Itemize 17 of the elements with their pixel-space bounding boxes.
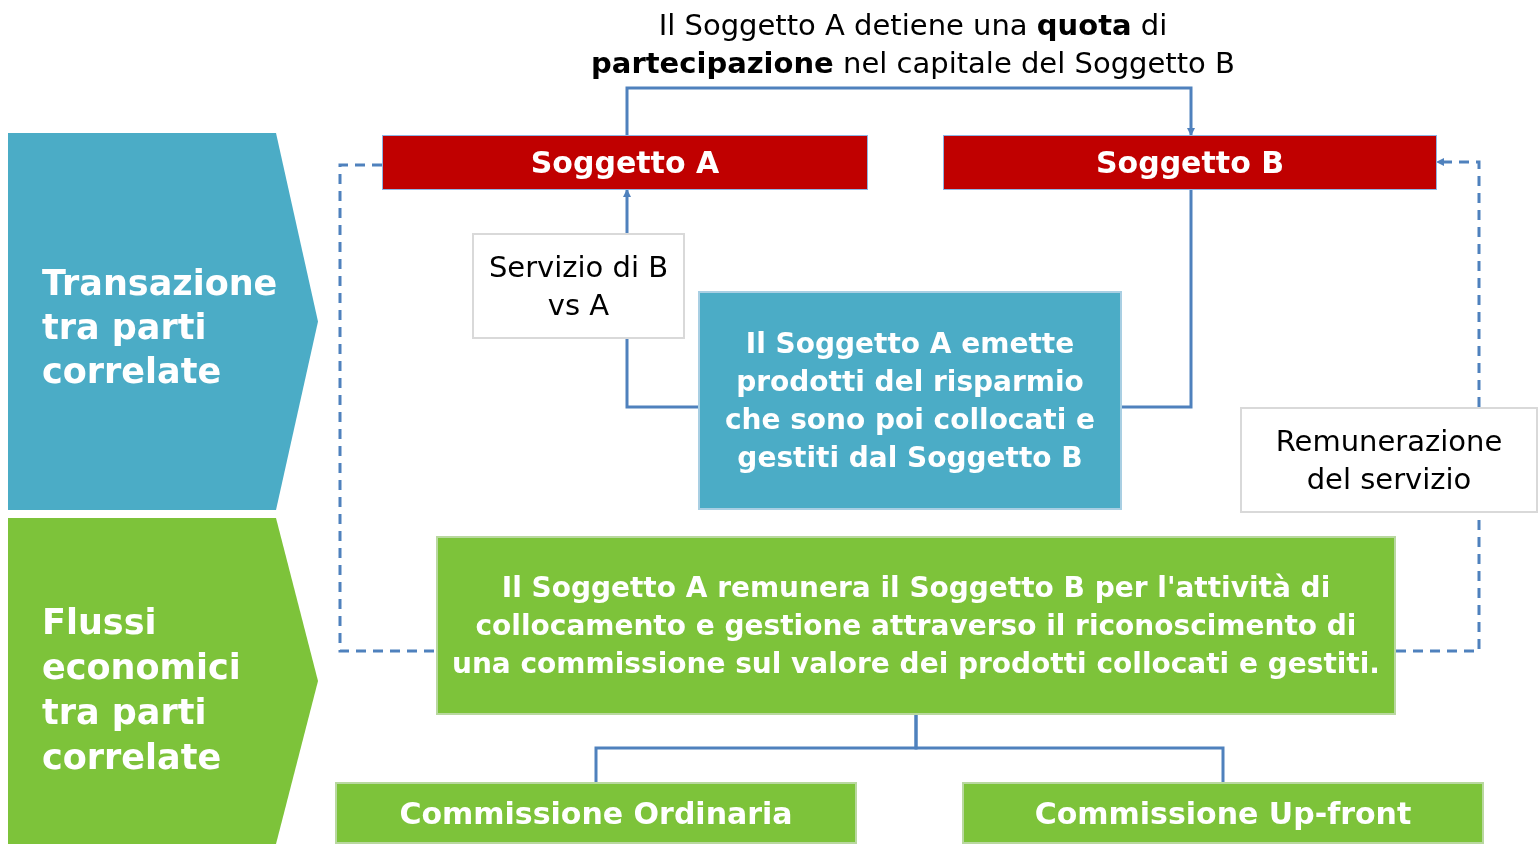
connector-line — [625, 339, 698, 409]
label-box: Remunerazione del servizio — [1240, 407, 1538, 513]
arrow — [625, 86, 1195, 136]
connector-line — [914, 715, 1225, 782]
arrow — [1436, 158, 1481, 407]
arrow — [623, 189, 631, 233]
process-box: Il Soggetto A emette prodotti del risparmio che sono poi collocati e gestiti dal Soggetto B — [698, 291, 1122, 510]
entity-box: Soggetto B — [943, 135, 1437, 190]
chevron-banner: Flussi economici tra parti correlate — [8, 518, 318, 844]
chevron-banner: Transazione tra parti correlate — [8, 133, 318, 510]
label-box: Servizio di B vs A — [472, 233, 685, 339]
category-box: Commissione Up-front — [962, 782, 1484, 844]
connector-line — [338, 163, 436, 653]
entity-box: Soggetto A — [382, 135, 868, 190]
category-box: Commissione Ordinaria — [335, 782, 857, 844]
process-box: Il Soggetto A remunera il Soggetto B per l'attività di collocamento e gestione attraverso il riconoscimento di una commissione sul valore dei prodotti collocati e gestiti. — [436, 536, 1396, 715]
connector-line — [1122, 190, 1193, 409]
